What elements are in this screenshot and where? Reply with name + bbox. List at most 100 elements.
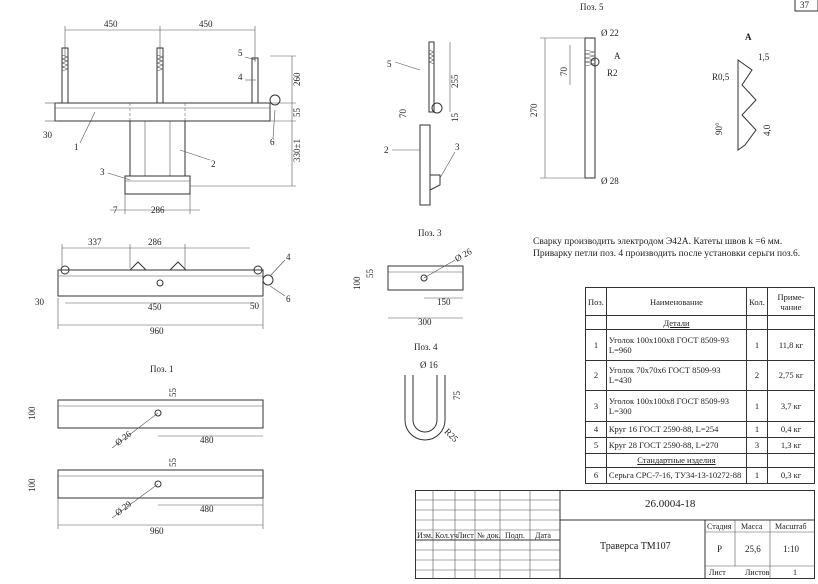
- tb-col-kol: Кол.уч: [435, 531, 458, 540]
- spec-cell-pos: 6: [585, 466, 607, 485]
- spec-cell-note: 3,7 кг: [767, 390, 815, 422]
- dim-front-450-left: 450: [104, 19, 118, 29]
- spec-cell-note: 2,75 кг: [767, 359, 815, 392]
- tb-col-list: Лист: [457, 531, 474, 540]
- spec-cell-name: Уголок 70x70x6 ГОСТ 8509-93 L=430: [605, 359, 748, 392]
- dim-p4-75: 75: [452, 391, 462, 401]
- spec-section-standard: Стандартные изделия: [605, 452, 748, 468]
- note-loop: Приварку петли поз. 4 производить после …: [533, 249, 801, 259]
- dim-a-r05: R0,5: [712, 72, 730, 82]
- tb-col-doc: № док.: [477, 531, 501, 540]
- front-view: 450 450 260 55 330±1 7 286: [43, 19, 302, 215]
- side-view: 255 70 15 5 2 3: [384, 41, 460, 206]
- table-row: 4 Круг 16 ГОСТ 2590-88, L=254 1 0,4 кг: [585, 420, 815, 438]
- tb-col-date: Дата: [535, 531, 551, 540]
- dim-side-70: 70: [398, 109, 408, 119]
- spec-cell-name: Уголок 100x100x8 ГОСТ 8509-93 L=300: [605, 390, 748, 422]
- dim-front-30: 30: [43, 130, 53, 140]
- dim-front-260: 260: [292, 72, 302, 86]
- tb-sheets-label: Листов: [745, 568, 770, 577]
- dim-p4-r25: R25: [443, 426, 461, 444]
- title-block: Изм. Кол.уч Лист № док. Подп. Дата 26.00…: [415, 490, 815, 579]
- plan-view: 337 286 30 450 50 960 4 6: [35, 237, 291, 336]
- dim-front-55: 55: [292, 108, 302, 118]
- dim-p3-55: 55: [365, 269, 375, 279]
- dim-front-7: 7: [113, 205, 118, 215]
- tb-sheet-label: Лист: [709, 568, 726, 577]
- dim-plan-960: 960: [150, 326, 164, 336]
- leader-a: A: [614, 51, 621, 61]
- dim-a-1-5: 1,5: [758, 52, 770, 62]
- label-poz4: Поз. 4: [414, 342, 438, 352]
- poz4-view: Поз. 4 Ø 16 75 R25: [404, 342, 462, 444]
- thread-profile: [737, 59, 757, 151]
- side-callout-5: 5: [387, 59, 392, 69]
- spec-cell-name: Уголок 100x100x8 ГОСТ 8509-93 L=960: [605, 329, 748, 361]
- specification-table: Поз. Наименование Кол. Приме-чание Детал…: [585, 287, 815, 485]
- callout-6: 6: [270, 137, 275, 147]
- dim-a-90: 90°: [714, 122, 724, 135]
- spec-cell-qty: 1: [746, 466, 768, 485]
- dim-plan-286: 286: [148, 237, 162, 247]
- dim-p5-d28: Ø 28: [601, 176, 619, 186]
- dim-p1b-55: 55: [168, 458, 178, 468]
- dim-p1a-100: 100: [27, 406, 37, 420]
- spec-header-qty: Кол.: [746, 287, 768, 316]
- table-row: 5 Круг 28 ГОСТ 2590-88, L=270 3 1,3 кг: [585, 436, 815, 454]
- tb-col-izm: Изм.: [417, 531, 433, 540]
- spec-cell-pos: 3: [585, 390, 607, 422]
- spec-cell-qty: 1: [746, 420, 768, 438]
- callout-4: 4: [238, 72, 243, 82]
- spec-cell-pos: 1: [585, 329, 607, 361]
- spec-cell-name: Серьга СРС-7-16, ТУ34-13-10272-88: [605, 466, 748, 485]
- table-row: 6 Серьга СРС-7-16, ТУ34-13-10272-88 1 0,…: [585, 466, 815, 485]
- spec-cell-name: Круг 28 ГОСТ 2590-88, L=270: [605, 436, 748, 454]
- spec-header-name: Наименование: [605, 287, 748, 316]
- side-callout-2: 2: [384, 145, 389, 155]
- spec-cell-note: 11,8 кг: [767, 329, 815, 361]
- dim-plan-450: 450: [148, 302, 162, 312]
- spec-header-note: Приме-чание: [767, 287, 815, 316]
- spec-cell-pos: 5: [585, 436, 607, 454]
- callout-2: 2: [211, 159, 216, 169]
- tb-stage-label: Стадия: [707, 522, 732, 531]
- dim-p1b-d29: Ø 29: [113, 498, 134, 517]
- dim-p3-300: 300: [418, 317, 432, 327]
- page-number-box: [794, 0, 818, 12]
- dim-p4-d16: Ø 16: [420, 360, 438, 370]
- dim-side-15: 15: [450, 113, 460, 123]
- tb-sheets: 1: [793, 568, 797, 577]
- doc-number: 26.0004-18: [645, 498, 696, 510]
- dim-side-255: 255: [450, 74, 460, 88]
- spec-cell-qty: 1: [746, 329, 768, 361]
- dim-p1a-480: 480: [200, 435, 214, 445]
- spec-header-pos: Поз.: [585, 287, 607, 316]
- spec-cell-note: 0,4 кг: [767, 420, 815, 438]
- dim-p1-960: 960: [150, 526, 164, 536]
- plan-callout-6: 6: [286, 294, 291, 304]
- spec-cell-pos: 2: [585, 359, 607, 392]
- page-number: 37: [800, 0, 810, 10]
- dim-plan-30: 30: [35, 297, 45, 307]
- label-poz3: Поз. 3: [418, 228, 442, 238]
- spec-cell-qty: 2: [746, 359, 768, 392]
- table-row: 3 Уголок 100x100x8 ГОСТ 8509-93 L=300 1 …: [585, 390, 815, 422]
- spec-cell-name: Круг 16 ГОСТ 2590-88, L=254: [605, 420, 748, 438]
- tb-col-podp: Подп.: [505, 531, 525, 540]
- spec-cell-pos: 4: [585, 420, 607, 438]
- dim-front-286: 286: [151, 205, 165, 215]
- poz5-view: Поз. 5 270 70 Ø 22 A R2 Ø 28: [529, 2, 621, 186]
- tb-mass: 25,6: [745, 544, 761, 554]
- dim-p5-270: 270: [529, 103, 539, 117]
- dim-plan-337: 337: [88, 237, 102, 247]
- callout-5: 5: [238, 48, 243, 58]
- dim-p3-d26: Ø 26: [453, 246, 474, 264]
- spec-cell-note: 1,3 кг: [767, 436, 815, 454]
- poz3-view: Поз. 3 Ø 26 55 100 150 300: [352, 228, 474, 327]
- dim-p1a-d26: Ø 26: [113, 428, 134, 447]
- plan-callout-4: 4: [286, 252, 291, 262]
- dim-a-4-0: 4,0: [762, 124, 772, 136]
- spec-section-details: Детали: [605, 315, 748, 330]
